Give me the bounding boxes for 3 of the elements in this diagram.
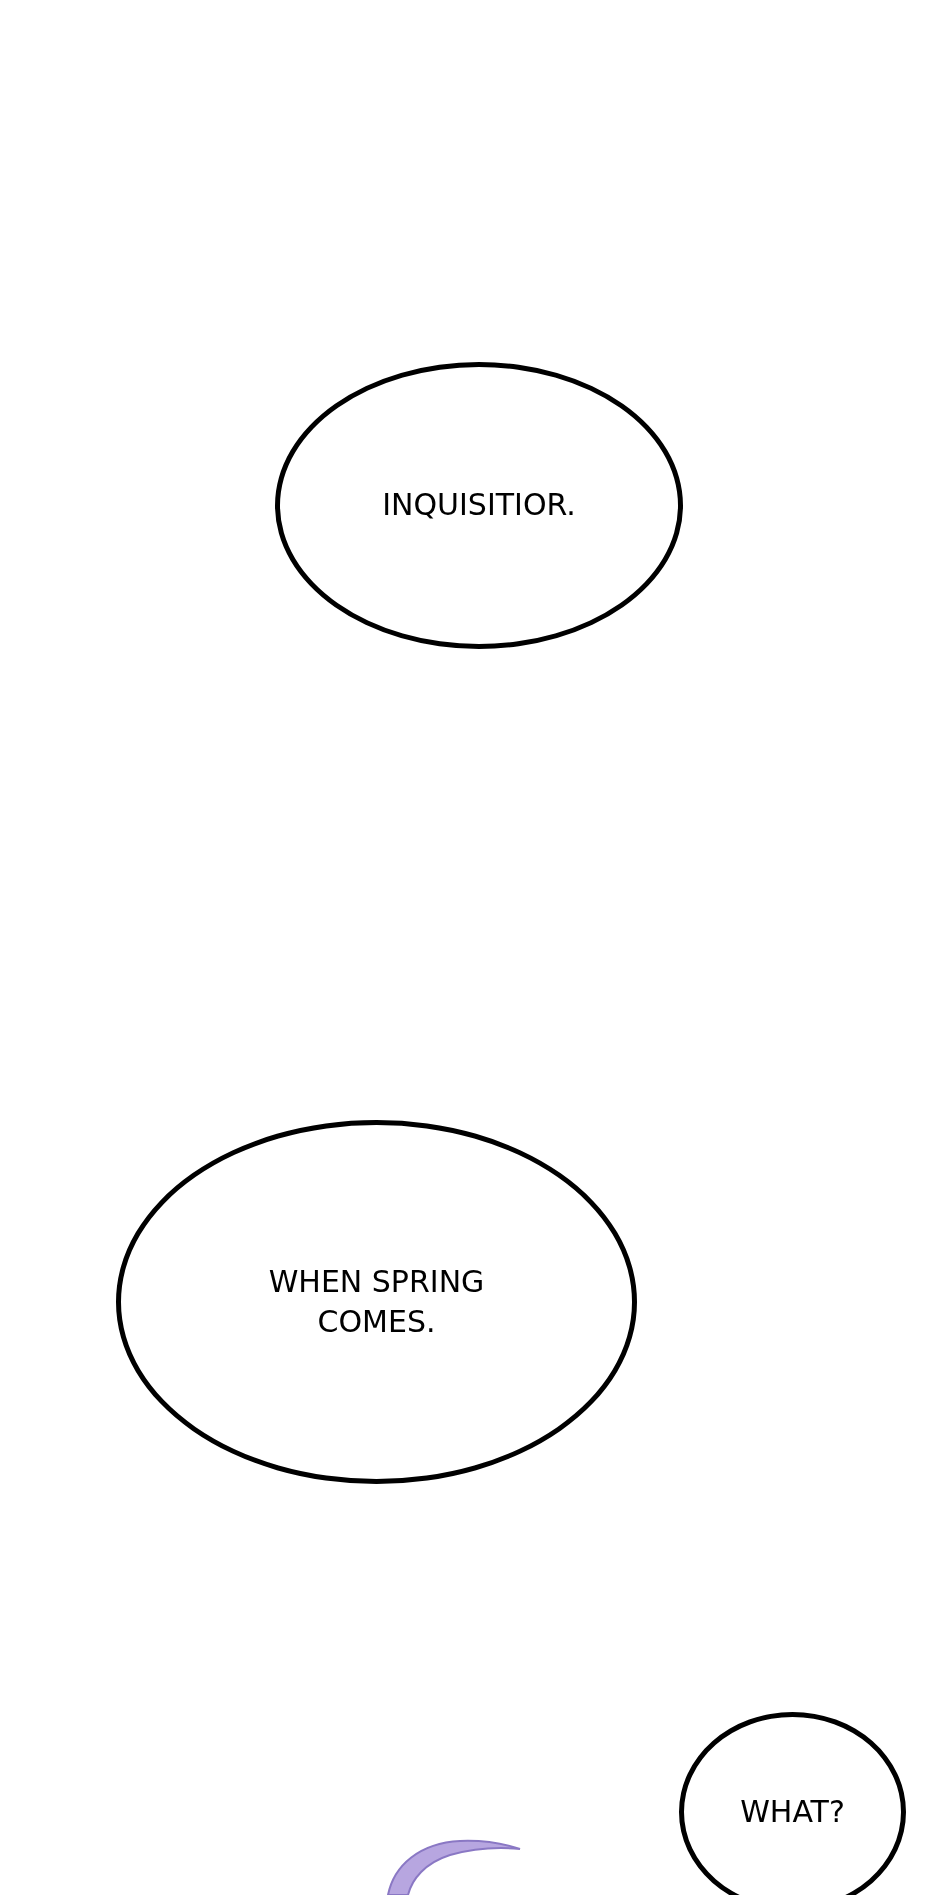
dialogue-text: WHAT? [740, 1792, 845, 1831]
dialogue-text: INQUISITIOR. [382, 486, 576, 525]
dialogue-text: WHEN SPRING COMES. [267, 1262, 486, 1341]
